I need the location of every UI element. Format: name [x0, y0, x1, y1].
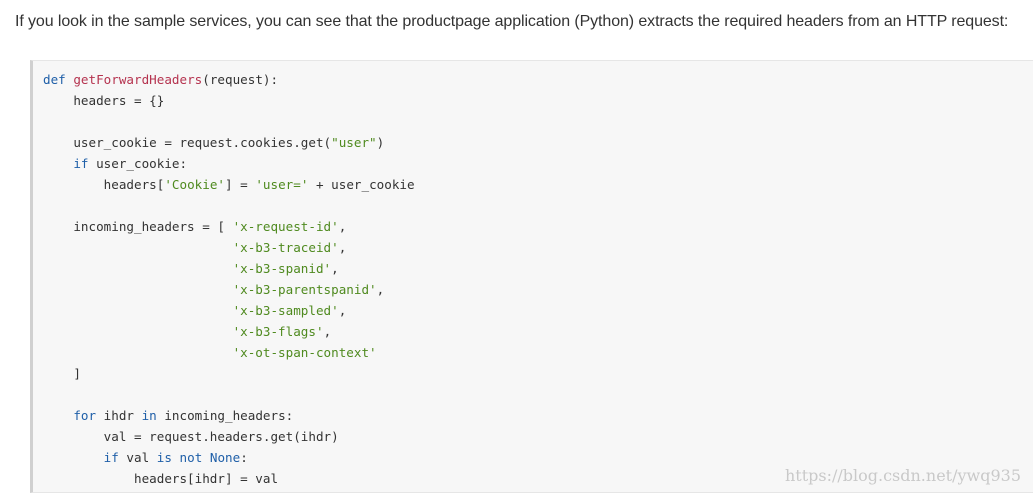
code-line: headers['Cookie'] = 'user=' + user_cooki… — [43, 174, 415, 195]
code-token: 'user=' — [255, 177, 309, 192]
code-token: headers[ihdr] = val — [43, 471, 279, 486]
code-token: in — [141, 408, 157, 423]
code-line: 'x-b3-parentspanid', — [43, 279, 415, 300]
code-token — [43, 156, 73, 171]
code-line: incoming_headers = [ 'x-request-id', — [43, 216, 415, 237]
code-token: user_cookie = request.cookies.get( — [43, 135, 332, 150]
code-line — [43, 384, 415, 405]
code-token: 'x-b3-traceid' — [232, 240, 339, 255]
intro-paragraph: If you look in the sample services, you … — [15, 13, 1009, 30]
code-token: getForwardHeaders — [73, 72, 203, 87]
code-line — [43, 195, 415, 216]
code-token: "user" — [331, 135, 377, 150]
code-token: incoming_headers: — [156, 408, 294, 423]
code-token: 'x-ot-span-context' — [232, 345, 377, 360]
code-token — [43, 345, 233, 360]
code-token: (request): — [202, 72, 279, 87]
code-token: 'x-b3-flags' — [232, 324, 324, 339]
code-token: is — [156, 450, 172, 465]
code-token: if — [73, 156, 89, 171]
code-token: if — [103, 450, 119, 465]
code-token: 'x-b3-spanid' — [232, 261, 332, 276]
code-token: ihdr — [96, 408, 142, 423]
code-token: None — [209, 450, 241, 465]
code-line — [43, 111, 415, 132]
code-block: def getForwardHeaders(request): headers … — [30, 60, 1033, 493]
code-token: + user_cookie — [308, 177, 415, 192]
code-token: : — [240, 450, 248, 465]
code-line: user_cookie = request.cookies.get("user"… — [43, 132, 415, 153]
code-token: , — [331, 261, 339, 276]
code-token: 'x-b3-sampled' — [232, 303, 339, 318]
code-token: val — [118, 450, 157, 465]
python-code: def getForwardHeaders(request): headers … — [43, 69, 415, 489]
code-token: , — [338, 240, 347, 255]
code-token: incoming_headers = [ — [43, 219, 233, 234]
code-token: val = request.headers.get(ihdr) — [43, 429, 339, 444]
code-token — [43, 261, 233, 276]
code-token — [43, 282, 233, 297]
code-line: if val is not None: — [43, 447, 415, 468]
code-line: 'x-b3-flags', — [43, 321, 415, 342]
code-token: 'x-request-id' — [232, 219, 339, 234]
code-line: val = request.headers.get(ihdr) — [43, 426, 415, 447]
code-token: ] — [43, 366, 81, 381]
watermark: https://blog.csdn.net/ywq935 — [784, 466, 1021, 485]
code-token — [43, 324, 233, 339]
code-token — [43, 303, 233, 318]
code-token: ) — [376, 135, 385, 150]
code-line: 'x-b3-sampled', — [43, 300, 415, 321]
code-line: 'x-ot-span-context' — [43, 342, 415, 363]
code-token — [43, 408, 73, 423]
code-token: , — [323, 324, 332, 339]
code-token: , — [376, 282, 385, 297]
code-token — [43, 240, 233, 255]
code-token: not — [179, 450, 203, 465]
code-token — [202, 450, 210, 465]
code-token — [43, 450, 104, 465]
code-token: 'Cookie' — [164, 177, 225, 192]
code-token: headers = {} — [43, 93, 165, 108]
code-line: 'x-b3-spanid', — [43, 258, 415, 279]
code-line: headers[ihdr] = val — [43, 468, 415, 489]
code-line: if user_cookie: — [43, 153, 415, 174]
code-line: for ihdr in incoming_headers: — [43, 405, 415, 426]
code-line: 'x-b3-traceid', — [43, 237, 415, 258]
code-line: headers = {} — [43, 90, 415, 111]
code-line: def getForwardHeaders(request): — [43, 69, 415, 90]
code-token: headers[ — [43, 177, 165, 192]
code-token — [172, 450, 180, 465]
code-token: user_cookie: — [88, 156, 188, 171]
code-line: ] — [43, 363, 415, 384]
code-token: , — [338, 219, 347, 234]
code-token: ] = — [225, 177, 256, 192]
code-token: 'x-b3-parentspanid' — [232, 282, 377, 297]
code-token: def — [43, 72, 66, 87]
code-token: , — [338, 303, 347, 318]
code-token: for — [73, 408, 97, 423]
